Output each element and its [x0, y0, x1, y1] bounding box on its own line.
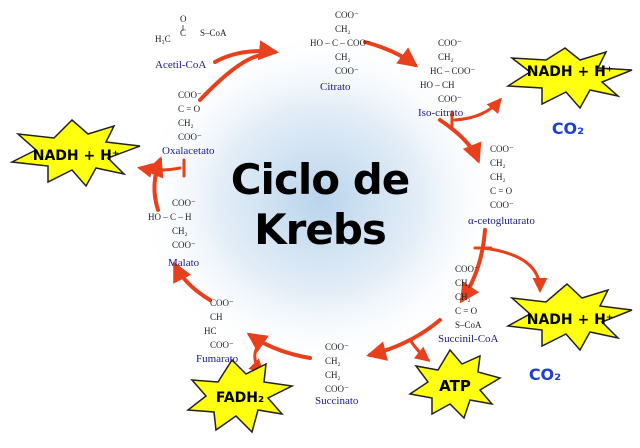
svg-text:C = O: C = O	[178, 104, 201, 114]
svg-text:S–CoA: S–CoA	[455, 320, 482, 330]
svg-text:COO⁻: COO⁻	[455, 264, 479, 274]
center-glow	[135, 30, 505, 370]
burst-atp: ATP	[408, 348, 502, 420]
arrow-to-nadh-2	[137, 162, 182, 178]
svg-text:O: O	[180, 14, 187, 24]
molecule-succinato: COO⁻ CH₂ CH₂ COO⁻ Succinato	[315, 342, 359, 407]
svg-text:COO⁻: COO⁻	[172, 198, 196, 208]
svg-text:COO⁻: COO⁻	[172, 240, 196, 250]
label-succinato: Succinato	[315, 395, 359, 407]
burst-nadh-1: NADH + H⁺	[505, 47, 633, 110]
label-iso-citrato: Iso-citrato	[418, 107, 464, 119]
label-acetil-coa: Acetil-CoA	[155, 59, 206, 71]
svg-text:CH₂: CH₂	[335, 24, 351, 34]
label-oxalacetato: Oxalacetato	[162, 145, 215, 157]
co2-label-2: CO₂	[529, 365, 561, 384]
arrow-oxal-to-citrato	[198, 53, 264, 102]
svg-text:COO⁻: COO⁻	[335, 66, 359, 76]
molecule-iso-citrato: COO⁻ CH₂ HC – COO⁻ HO – CH COO⁻ Iso-citr…	[418, 38, 476, 119]
arrow-to-nadh-3	[481, 246, 548, 293]
title-line-1: Ciclo de	[230, 155, 411, 204]
svg-text:COO⁻: COO⁻	[178, 132, 202, 142]
svg-text:COO⁻: COO⁻	[438, 94, 462, 104]
co2-label-1: CO₂	[552, 119, 584, 138]
arrow-fumarato-to-malato	[173, 261, 212, 302]
svg-text:CH₂: CH₂	[455, 278, 471, 288]
svg-text:COO⁻: COO⁻	[438, 38, 462, 48]
svg-text:CH₂: CH₂	[455, 292, 471, 302]
svg-text:C = O: C = O	[455, 306, 478, 316]
molecule-fumarato: COO⁻ CH HC COO⁻ Fumarato	[196, 298, 239, 365]
svg-text:CH₂: CH₂	[325, 356, 341, 366]
arrow-to-nadh-1	[453, 97, 502, 122]
title-line-2: Krebs	[254, 205, 387, 254]
svg-text:COO⁻: COO⁻	[210, 298, 234, 308]
molecule-acetil-coa: O H₃C C S–CoA Acetil-CoA	[155, 14, 227, 71]
arrow-succinato-to-fumarato	[246, 332, 312, 360]
svg-text:H₃C: H₃C	[155, 34, 171, 44]
molecule-alfa-cetoglutarato: COO⁻ CH₂ CH₂ C = O COO⁻ α-cetoglutarato	[468, 144, 535, 227]
arrow-malato-to-oxal	[144, 156, 164, 212]
nadh-label-3: NADH + H⁺	[527, 312, 613, 328]
burst-fadh2: FADH₂	[186, 358, 295, 434]
svg-text:CH₂: CH₂	[325, 370, 341, 380]
arrow-to-atp	[408, 338, 431, 362]
molecule-malato: COO⁻ HO – C – H CH₂ COO⁻ Malato	[148, 198, 200, 269]
svg-text:CH₂: CH₂	[335, 52, 351, 62]
svg-text:HC – COO⁻: HC – COO⁻	[430, 66, 476, 76]
svg-text:C = O: C = O	[490, 186, 513, 196]
arrow-citrato-to-isocitrato	[363, 40, 419, 68]
molecule-succinil-coa: COO⁻ CH₂ CH₂ C = O S–CoA Succinil-CoA	[438, 264, 499, 345]
svg-text:CH₂: CH₂	[490, 158, 506, 168]
svg-text:CH₂: CH₂	[490, 172, 506, 182]
svg-text:C: C	[180, 28, 186, 38]
arrow-succinil-to-succinato	[366, 318, 442, 361]
svg-text:COO⁻: COO⁻	[490, 144, 514, 154]
svg-text:COO⁻: COO⁻	[325, 342, 349, 352]
burst-nadh-2: NADH + H⁺	[9, 118, 141, 188]
molecule-oxalacetato: COO⁻ C = O CH₂ COO⁻ Oxalacetato	[162, 90, 215, 157]
svg-text:COO⁻: COO⁻	[335, 10, 359, 20]
svg-text:CH₂: CH₂	[178, 118, 194, 128]
burst-nadh-3: NADH + H⁺	[505, 282, 633, 352]
label-citrato: Citrato	[320, 81, 351, 93]
diagram-title: Ciclo de Krebs	[200, 155, 440, 255]
atp-label: ATP	[439, 377, 471, 395]
svg-text:CH₂: CH₂	[172, 226, 188, 236]
svg-text:COO⁻: COO⁻	[325, 384, 349, 394]
svg-text:CH: CH	[210, 312, 223, 322]
arrow-acetil-to-citrato	[213, 40, 279, 64]
svg-text:COO⁻: COO⁻	[490, 200, 514, 210]
nadh-label-1: NADH + H⁺	[527, 64, 613, 80]
label-fumarato: Fumarato	[196, 353, 239, 365]
svg-text:HO – C – H: HO – C – H	[148, 212, 192, 222]
svg-text:HC: HC	[204, 326, 217, 336]
svg-text:COO⁻: COO⁻	[210, 340, 234, 350]
svg-text:CH₂: CH₂	[438, 52, 454, 62]
svg-text:HO – CH: HO – CH	[420, 80, 455, 90]
nadh-label-2: NADH + H⁺	[33, 148, 119, 164]
label-malato: Malato	[168, 257, 200, 269]
arrow-isocitrato-to-alfa	[438, 118, 482, 164]
label-alfa-cetoglutarato: α-cetoglutarato	[468, 215, 535, 227]
cycle-arrows	[144, 40, 487, 361]
label-succinil-coa: Succinil-CoA	[438, 333, 499, 345]
svg-text:S–CoA: S–CoA	[200, 28, 227, 38]
fadh2-label: FADH₂	[216, 390, 264, 406]
svg-text:COO⁻: COO⁻	[178, 90, 202, 100]
molecule-citrato: COO⁻ CH₂ HO – C – COO⁻ CH₂ COO⁻ Citrato	[310, 10, 371, 93]
arrow-alfa-to-succinil	[459, 228, 487, 304]
svg-text:HO – C – COO⁻: HO – C – COO⁻	[310, 38, 371, 48]
